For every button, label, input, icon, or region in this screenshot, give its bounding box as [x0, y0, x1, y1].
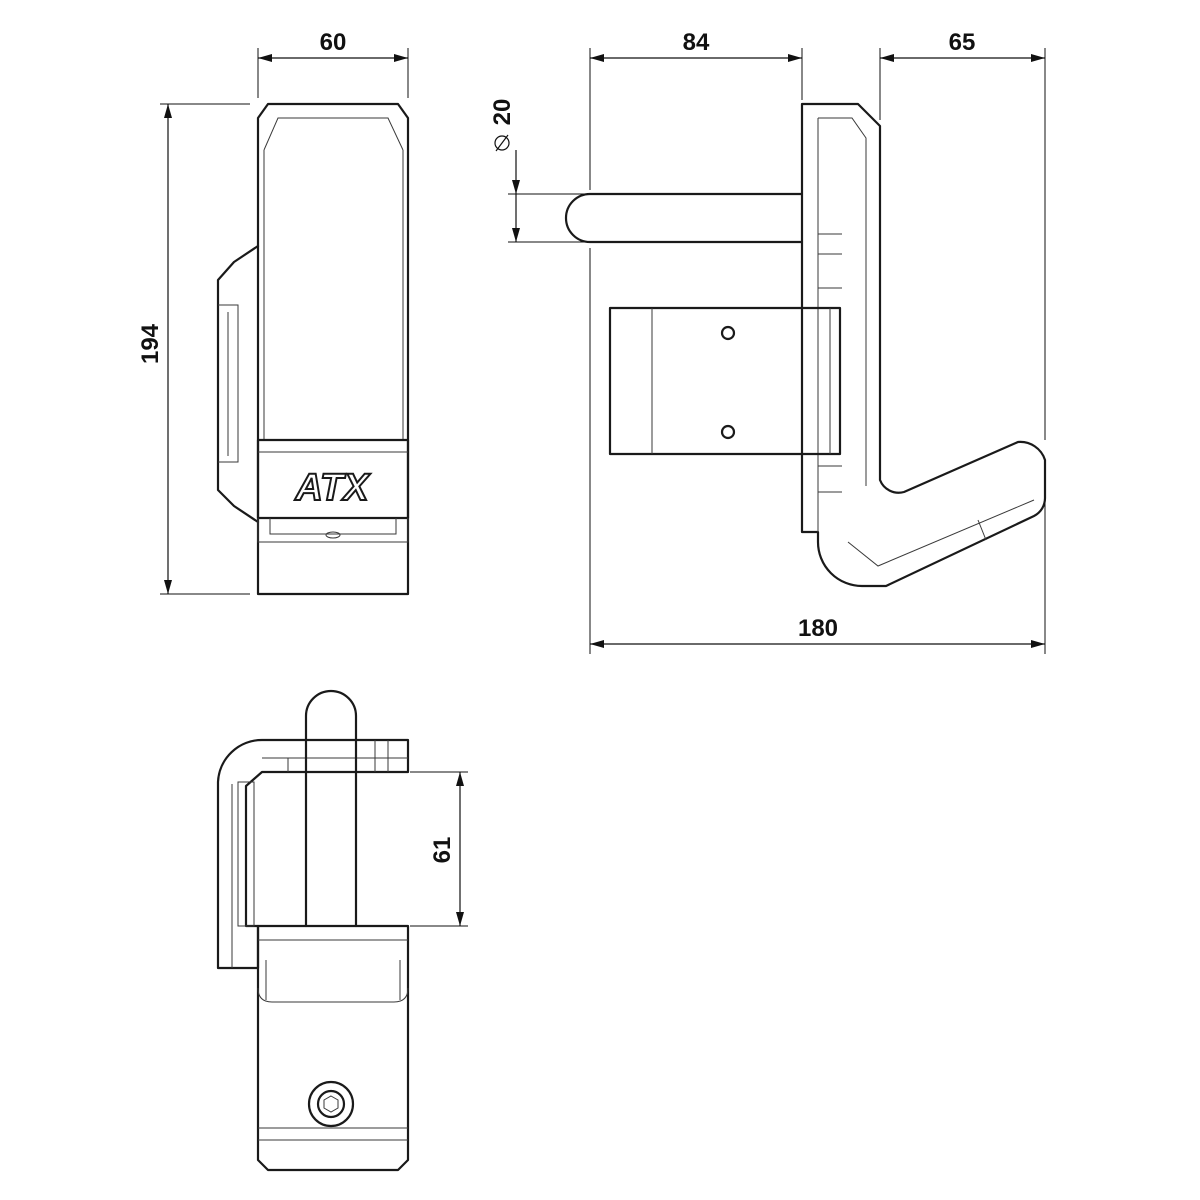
side-view — [564, 102, 1047, 588]
dimension-peg-diameter: 20 — [489, 99, 588, 243]
front-view: ATX — [216, 102, 410, 596]
dimension-label-60: 60 — [320, 29, 347, 56]
dimension-label-180: 180 — [798, 615, 838, 642]
dimension-label-194: 194 — [137, 323, 164, 364]
dimension-width-front: 60 — [257, 29, 409, 98]
dimension-hook-width: 65 — [879, 29, 1046, 440]
dimension-top-gap: 61 — [410, 771, 468, 927]
dimension-total-depth: 180 — [589, 248, 1046, 654]
dimension-label-84: 84 — [683, 29, 710, 56]
dimension-label-61: 61 — [429, 837, 456, 864]
dimension-label-20: 20 — [489, 99, 516, 126]
dimension-label-65: 65 — [949, 29, 976, 56]
atx-logo: ATX — [294, 467, 371, 509]
dimension-height-front: 194 — [137, 103, 250, 595]
dimension-peg-length: 84 — [589, 29, 803, 190]
top-view — [216, 689, 410, 1172]
